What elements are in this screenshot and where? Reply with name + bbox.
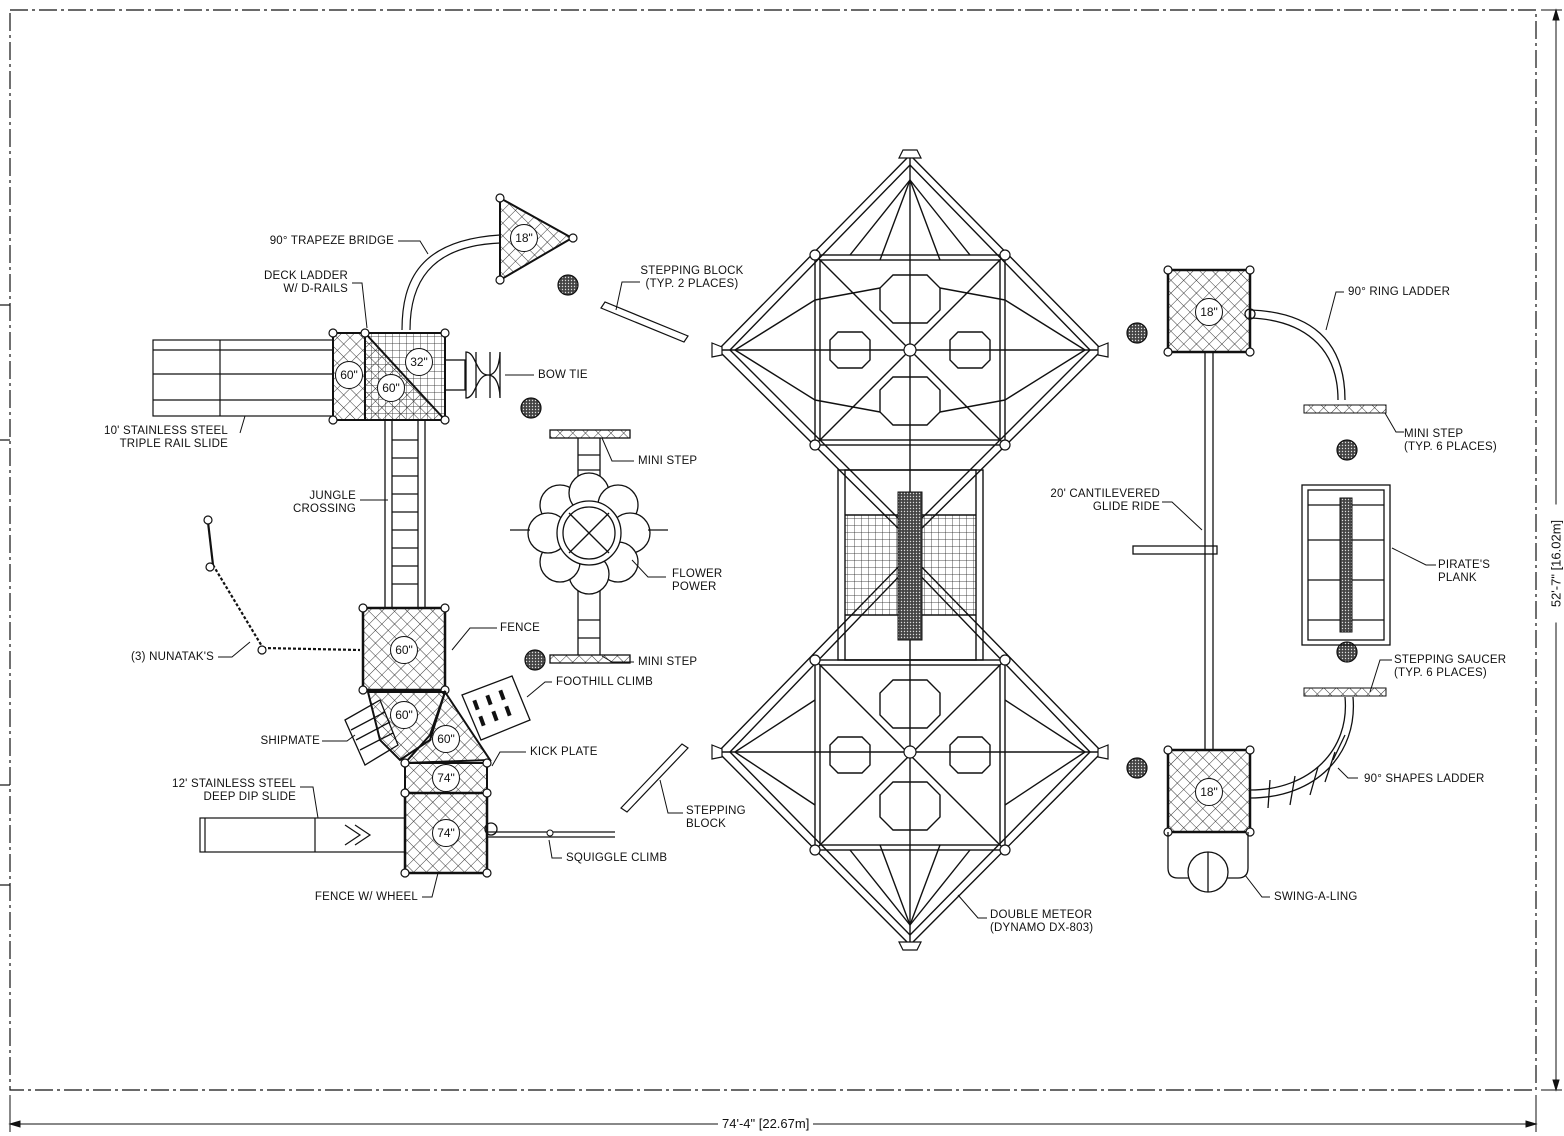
label-pirates-plank: PIRATE'S PLANK bbox=[1438, 559, 1491, 584]
badge-trapeze-deck: 18" bbox=[510, 224, 538, 252]
ring-ladder bbox=[1244, 308, 1346, 401]
badge-deck-32: 32" bbox=[405, 348, 433, 376]
triple-rail-slide bbox=[152, 339, 334, 417]
label-stepping-block: STEPPING BLOCK bbox=[686, 805, 746, 830]
label-kick-plate: KICK PLATE bbox=[530, 746, 598, 758]
badge-right-deck-top: 18" bbox=[1195, 298, 1223, 326]
glide-ride bbox=[1132, 351, 1218, 750]
label-foothill-climb: FOOTHILL CLIMB bbox=[556, 676, 653, 688]
label-mini-step-top: MINI STEP bbox=[638, 455, 698, 467]
label-fence: FENCE bbox=[500, 622, 540, 634]
shapes-ladder bbox=[1249, 696, 1355, 809]
label-jungle-crossing: JUNGLE CROSSING bbox=[293, 490, 356, 515]
label-shapes-ladder: 90° SHAPES LADDER bbox=[1364, 773, 1485, 785]
mini-step-right-bottom bbox=[1303, 687, 1387, 697]
badge-deck-60-foothill: 60" bbox=[432, 725, 460, 753]
label-stepping-saucer: STEPPING SAUCER (TYP. 6 PLACES) bbox=[1394, 654, 1507, 679]
trapeze-bridge bbox=[401, 234, 501, 331]
flower-power bbox=[510, 429, 668, 664]
deep-dip-slide bbox=[199, 817, 406, 853]
label-ring-ladder: 90° RING LADDER bbox=[1348, 286, 1451, 298]
leader-lines bbox=[218, 240, 1436, 919]
nunataks bbox=[206, 521, 361, 652]
label-fence-wheel: FENCE W/ WHEEL bbox=[314, 891, 418, 903]
label-glide-ride: 20' CANTILEVERED GLIDE RIDE bbox=[1050, 488, 1160, 513]
label-trapeze-bridge: 90° TRAPEZE BRIDGE bbox=[269, 235, 394, 247]
foothill-climb bbox=[461, 675, 531, 741]
badge-deck-60-ship: 60" bbox=[390, 701, 418, 729]
swing-a-ling bbox=[1167, 832, 1249, 893]
width-dimension: 74'-4" [22.67m] bbox=[718, 1116, 814, 1131]
bow-tie bbox=[444, 351, 501, 399]
label-flower-power: FLOWER POWER bbox=[672, 568, 723, 593]
stepping-saucers-right bbox=[1126, 322, 1358, 779]
badge-right-deck-bottom: 18" bbox=[1195, 778, 1223, 806]
mini-step-right-top bbox=[1303, 404, 1387, 414]
label-mini-step-bottom: MINI STEP bbox=[638, 656, 698, 668]
stepping-saucers-left bbox=[520, 274, 579, 671]
label-mini-step-6: MINI STEP (TYP. 6 PLACES) bbox=[1404, 428, 1497, 453]
label-triple-rail-slide: 10' STAINLESS STEEL TRIPLE RAIL SLIDE bbox=[103, 425, 228, 450]
height-dimension: 52'-7" [16.02m] bbox=[1548, 504, 1564, 623]
badge-deck-60-fence: 60" bbox=[390, 636, 418, 664]
badge-deck-74-upper: 74" bbox=[432, 764, 460, 792]
meteor-center-net bbox=[897, 491, 923, 641]
label-stepping-block-2: STEPPING BLOCK (TYP. 2 PLACES) bbox=[640, 265, 744, 290]
label-squiggle-climb: SQUIGGLE CLIMB bbox=[566, 852, 668, 864]
label-swing-a-ling: SWING-A-LING bbox=[1274, 891, 1358, 903]
label-deep-dip-slide: 12' STAINLESS STEEL DEEP DIP SLIDE bbox=[171, 778, 296, 803]
label-nunataks: (3) NUNATAK'S bbox=[131, 651, 214, 663]
label-deck-ladder: DECK LADDER W/ D-RAILS bbox=[264, 270, 348, 295]
label-shipmate: SHIPMATE bbox=[260, 735, 320, 747]
label-bow-tie: BOW TIE bbox=[538, 369, 588, 381]
shipmate-ladder bbox=[344, 699, 399, 766]
jungle-crossing bbox=[384, 419, 426, 609]
stepping-blocks bbox=[600, 301, 689, 813]
badge-deck-60-mid: 60" bbox=[377, 374, 405, 402]
badge-deck-60-left: 60" bbox=[335, 361, 363, 389]
label-double-meteor: DOUBLE METEOR (DYNAMO DX-803) bbox=[990, 909, 1094, 934]
badge-deck-74-lower: 74" bbox=[432, 819, 460, 847]
site-boundary bbox=[9, 9, 1537, 1091]
